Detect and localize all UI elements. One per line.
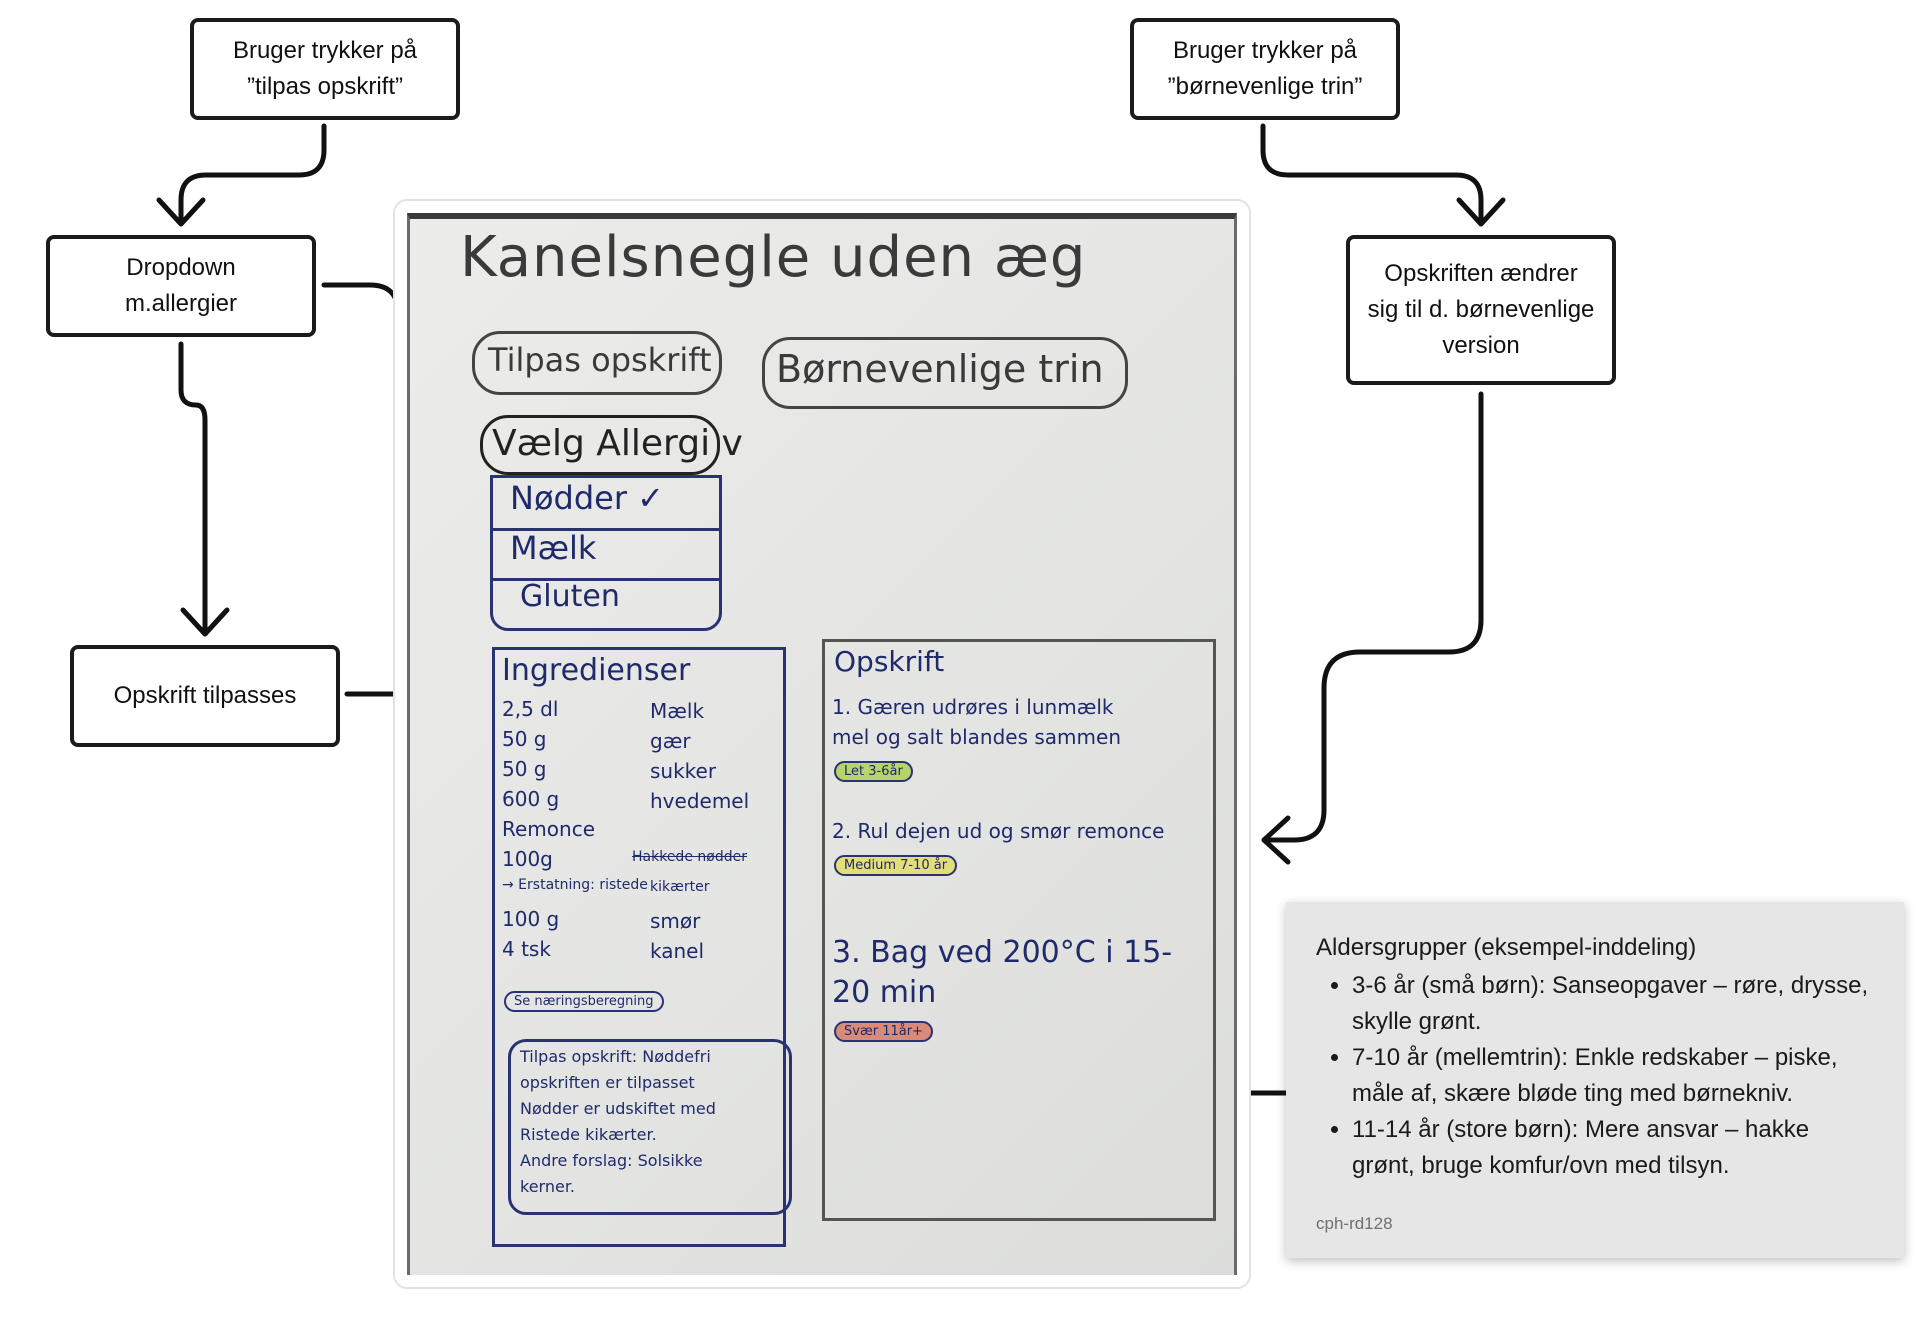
note-author: cph-rd128	[1316, 1214, 1393, 1233]
step-text-line: 2. Rul dejen ud og smør remonce	[832, 819, 1165, 843]
sketch-btn-born	[762, 337, 1128, 409]
box-text-line: Dropdown	[126, 254, 236, 281]
sketch-recipe-title: Opskrift	[834, 645, 945, 678]
ingredient-qty: 600 g	[502, 787, 560, 811]
sketch-option: Mælk	[510, 529, 597, 567]
sketch-recipe-panel	[822, 639, 1216, 1221]
sketch-adapt-note	[508, 1039, 792, 1215]
sketch-btn-tilpas-label: Tilpas opskrift	[488, 341, 712, 379]
sketch-ingredients-title: Ingredienser	[502, 653, 691, 688]
box-text-line: Bruger trykker på	[1172, 37, 1358, 64]
arrowhead	[180, 607, 230, 637]
step-text-line: mel og salt blandes sammen	[832, 725, 1122, 749]
note-item: 3-6 år (små børn): Sanseopgaver – røre, …	[1352, 968, 1876, 1040]
ingredient-item: Hakkede nødder	[632, 849, 747, 865]
arrow-aendrer-to-step2	[1261, 391, 1484, 843]
ingredient-item: Mælk	[650, 699, 705, 723]
ingredient-qty: 100g	[502, 847, 553, 871]
box-opskrift-tilpasses: Opskrift tilpasses	[70, 645, 340, 747]
ingredient-item: kanel	[650, 939, 705, 963]
adapt-note-line: kerner.	[520, 1177, 576, 1196]
arrowhead	[1456, 197, 1506, 227]
sketch-nutrition-btn: Se næringsberegning	[504, 991, 664, 1012]
sketch-title: Kanelsnegle uden æg	[460, 225, 1087, 290]
adapt-note-line: Tilpas opskrift: Nøddefri	[520, 1047, 711, 1066]
arrow-dropdown-to-opskrift	[178, 341, 208, 635]
box-text-line: ”børnevenlige trin”	[1167, 73, 1363, 100]
arrow-user-to-dropdown	[178, 123, 327, 225]
ingredient-qty: 4 tsk	[502, 937, 551, 961]
box-user-tilpas: Bruger trykker på ”tilpas opskrift”	[190, 18, 460, 120]
step-text-line: 3. Bag ved 200°C i 15-	[832, 935, 1173, 970]
note-item: 7-10 år (mellemtrin): Enkle redskaber – …	[1352, 1040, 1876, 1112]
step-difficulty-tag: Medium 7-10 år	[834, 855, 958, 876]
step-text-line: 20 min	[832, 975, 937, 1010]
age-groups-note: Aldersgrupper (eksempel-inddeling) 3-6 å…	[1286, 902, 1904, 1258]
box-text-line: Bruger trykker på	[232, 37, 418, 64]
sketch-paper: Kanelsnegle uden æg Tilpas opskrift Børn…	[407, 213, 1237, 1275]
box-text-line: ”tilpas opskrift”	[246, 73, 404, 100]
ingredient-item: gær	[650, 729, 691, 753]
box-text-line: Opskrift tilpasses	[113, 682, 297, 709]
step-difficulty-tag: Svær 11år+	[834, 1021, 933, 1042]
step-difficulty-tag: Let 3-6år	[834, 761, 913, 782]
box-text-line: sig til d. børnevenlige	[1367, 296, 1595, 323]
ingredient-qty: 50 g	[502, 727, 547, 751]
adapt-note-line: Nødder er udskiftet med	[520, 1099, 716, 1118]
arrowhead	[1261, 815, 1291, 865]
ingredient-item: hvedemel	[650, 789, 750, 813]
arrowhead	[156, 197, 206, 227]
box-text-line: m.allergier	[124, 290, 238, 317]
sketch-btn-tilpas	[472, 331, 722, 395]
adapt-note-line: opskriften er tilpasset	[520, 1073, 695, 1092]
ingredient-qty: Remonce	[502, 817, 595, 841]
note-list: 3-6 år (små børn): Sanseopgaver – røre, …	[1316, 968, 1876, 1184]
ingredient-qty: → Erstatning: ristede	[502, 877, 648, 893]
note-item: 11-14 år (store børn): Mere ansvar – hak…	[1352, 1112, 1876, 1184]
box-text-line: Opskriften ændrer	[1384, 260, 1578, 287]
box-user-born: Bruger trykker på ”børnevenlige trin”	[1130, 18, 1400, 120]
step-text-line: 1. Gæren udrøres i lunmælk	[832, 695, 1114, 719]
ingredient-item: smør	[650, 909, 701, 933]
adapt-note-line: Ristede kikærter.	[520, 1125, 657, 1144]
ingredient-qty: 50 g	[502, 757, 547, 781]
ingredient-qty: 100 g	[502, 907, 560, 931]
sketch-photo: Kanelsnegle uden æg Tilpas opskrift Børn…	[393, 199, 1251, 1289]
arrow-user-to-aendrer	[1260, 123, 1484, 225]
sketch-option: Gluten	[520, 579, 620, 614]
box-dropdown: Dropdown m.allergier	[46, 235, 316, 337]
ingredient-item: kikærter	[650, 879, 710, 895]
ingredient-item: sukker	[650, 759, 717, 783]
adapt-note-line: Andre forslag: Solsikke	[520, 1151, 703, 1170]
sketch-option: Nødder ✓	[510, 479, 664, 517]
ingredient-qty: 2,5 dl	[502, 697, 559, 721]
sketch-dropdown-header	[480, 415, 720, 475]
sketch-btn-born-label: Børnevenlige trin	[776, 347, 1104, 391]
sketch-ingredients-panel	[492, 647, 786, 1247]
box-opskriften-aendrer: Opskriften ændrer sig til d. børnevenlig…	[1346, 235, 1616, 385]
sketch-dropdown-list	[490, 475, 722, 631]
note-title: Aldersgrupper (eksempel-inddeling)	[1316, 934, 1697, 961]
box-text-line: version	[1442, 332, 1520, 359]
sketch-dropdown-header-label: Vælg Allergi v	[492, 423, 743, 464]
